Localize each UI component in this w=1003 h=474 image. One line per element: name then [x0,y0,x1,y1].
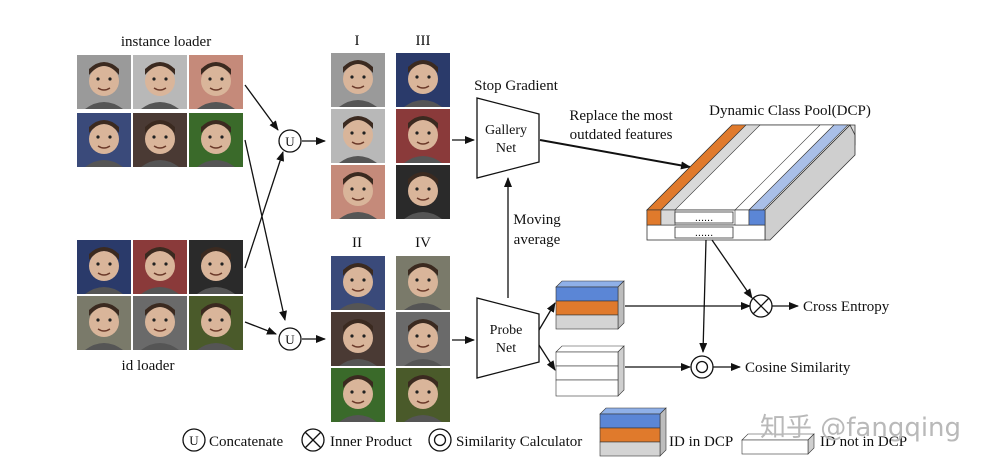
replace-label-1: Replace the most [569,108,673,124]
group-label-i: I [355,33,360,49]
instance-loader-grid [77,55,243,168]
face-image [189,240,243,295]
face-image [189,55,243,110]
moving-average-label-2: average [514,232,561,248]
probe-net-label-1: Probe [490,323,523,338]
face-image [133,55,187,110]
group-i-images [331,53,385,220]
inner-product-op [749,294,773,318]
id-loader-label: id loader [122,358,175,374]
face-image [133,240,187,295]
loader-connectors [244,84,326,343]
probe-net: Probe Net [476,297,540,379]
dcp-to-similarity-arrow [699,239,708,353]
face-image [189,296,243,351]
group-iv-images [396,256,450,423]
group-label-iv: IV [415,235,431,251]
legend-id-not-in-dcp-swatch [741,433,815,455]
face-image [396,368,450,423]
probe-net-label-2: Net [496,341,516,356]
face-image [189,113,243,168]
gallery-net: Gallery Net [476,97,540,179]
face-image [77,240,131,295]
probe-feature-block [555,280,625,330]
gallery-net-label-2: Net [496,141,516,156]
face-image [331,312,385,367]
face-image [396,256,450,311]
face-image [331,109,385,164]
legend-id-in-dcp-label: ID in DCP [669,434,733,450]
concat-symbol: U [285,134,295,149]
watermark: 知乎 @fangqing [760,413,961,443]
face-image [331,165,385,220]
face-image [77,55,131,110]
legend: U Concatenate Inner Product Similarity C… [182,407,907,457]
face-image [396,109,450,164]
moving-average-label-1: Moving [513,212,561,228]
replace-label-2: outdated features [570,127,673,143]
dcp-dots: ...... [695,212,713,224]
legend-similarity-label: Similarity Calculator [456,434,582,450]
concatenate-op-bottom: U [278,327,302,351]
dcp-title: Dynamic Class Pool(DCP) [709,103,871,119]
similarity-op [690,355,714,379]
legend-concat-icon [182,428,206,452]
face-image [77,113,131,168]
group-label-iii: III [416,33,431,49]
concatenate-op-top: U [278,129,302,153]
face-image [396,165,450,220]
legend-inner-product-label: Inner Product [330,434,413,450]
gallery-to-dcp-arrow [539,139,691,170]
cosine-similarity-label: Cosine Similarity [745,360,851,376]
face-image [396,53,450,108]
legend-concatenate-label: Concatenate [209,434,283,450]
legend-id-in-dcp-swatch [599,407,667,457]
probe-to-feature-arrow [538,302,556,331]
stop-gradient-label: Stop Gradient [474,78,559,94]
probe-to-stack-arrow [538,344,556,371]
cross-entropy-label: Cross Entropy [803,299,890,315]
dcp-to-inner-product-arrow [711,239,753,299]
dcp-dots: ...... [695,227,713,239]
group-label-ii: II [352,235,362,251]
face-image [331,256,385,311]
face-image [133,113,187,168]
face-image [133,296,187,351]
instance-loader-label: instance loader [121,34,211,50]
dynamic-class-pool: ...... ...... [646,124,856,241]
legend-concat-symbol: U [189,433,199,448]
id-loader-grid [77,240,243,351]
legend-id-not-in-dcp-label: ID not in DCP [820,434,907,450]
concat-symbol: U [285,332,295,347]
gallery-net-label-1: Gallery [485,123,527,138]
probe-feature-stack [555,345,625,397]
face-image [77,296,131,351]
group-ii-images [331,256,385,423]
face-image [331,53,385,108]
face-image [396,312,450,367]
group-iii-images [396,53,450,220]
face-image [331,368,385,423]
